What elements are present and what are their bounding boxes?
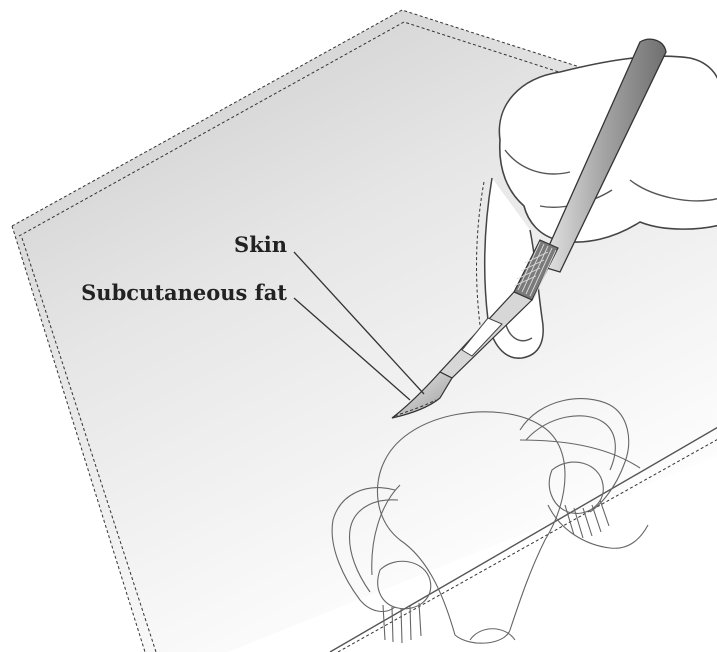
label-subcutaneous-fat: Subcutaneous fat — [81, 280, 287, 305]
label-skin: Skin — [234, 232, 287, 257]
uterus-cervix — [470, 629, 515, 640]
